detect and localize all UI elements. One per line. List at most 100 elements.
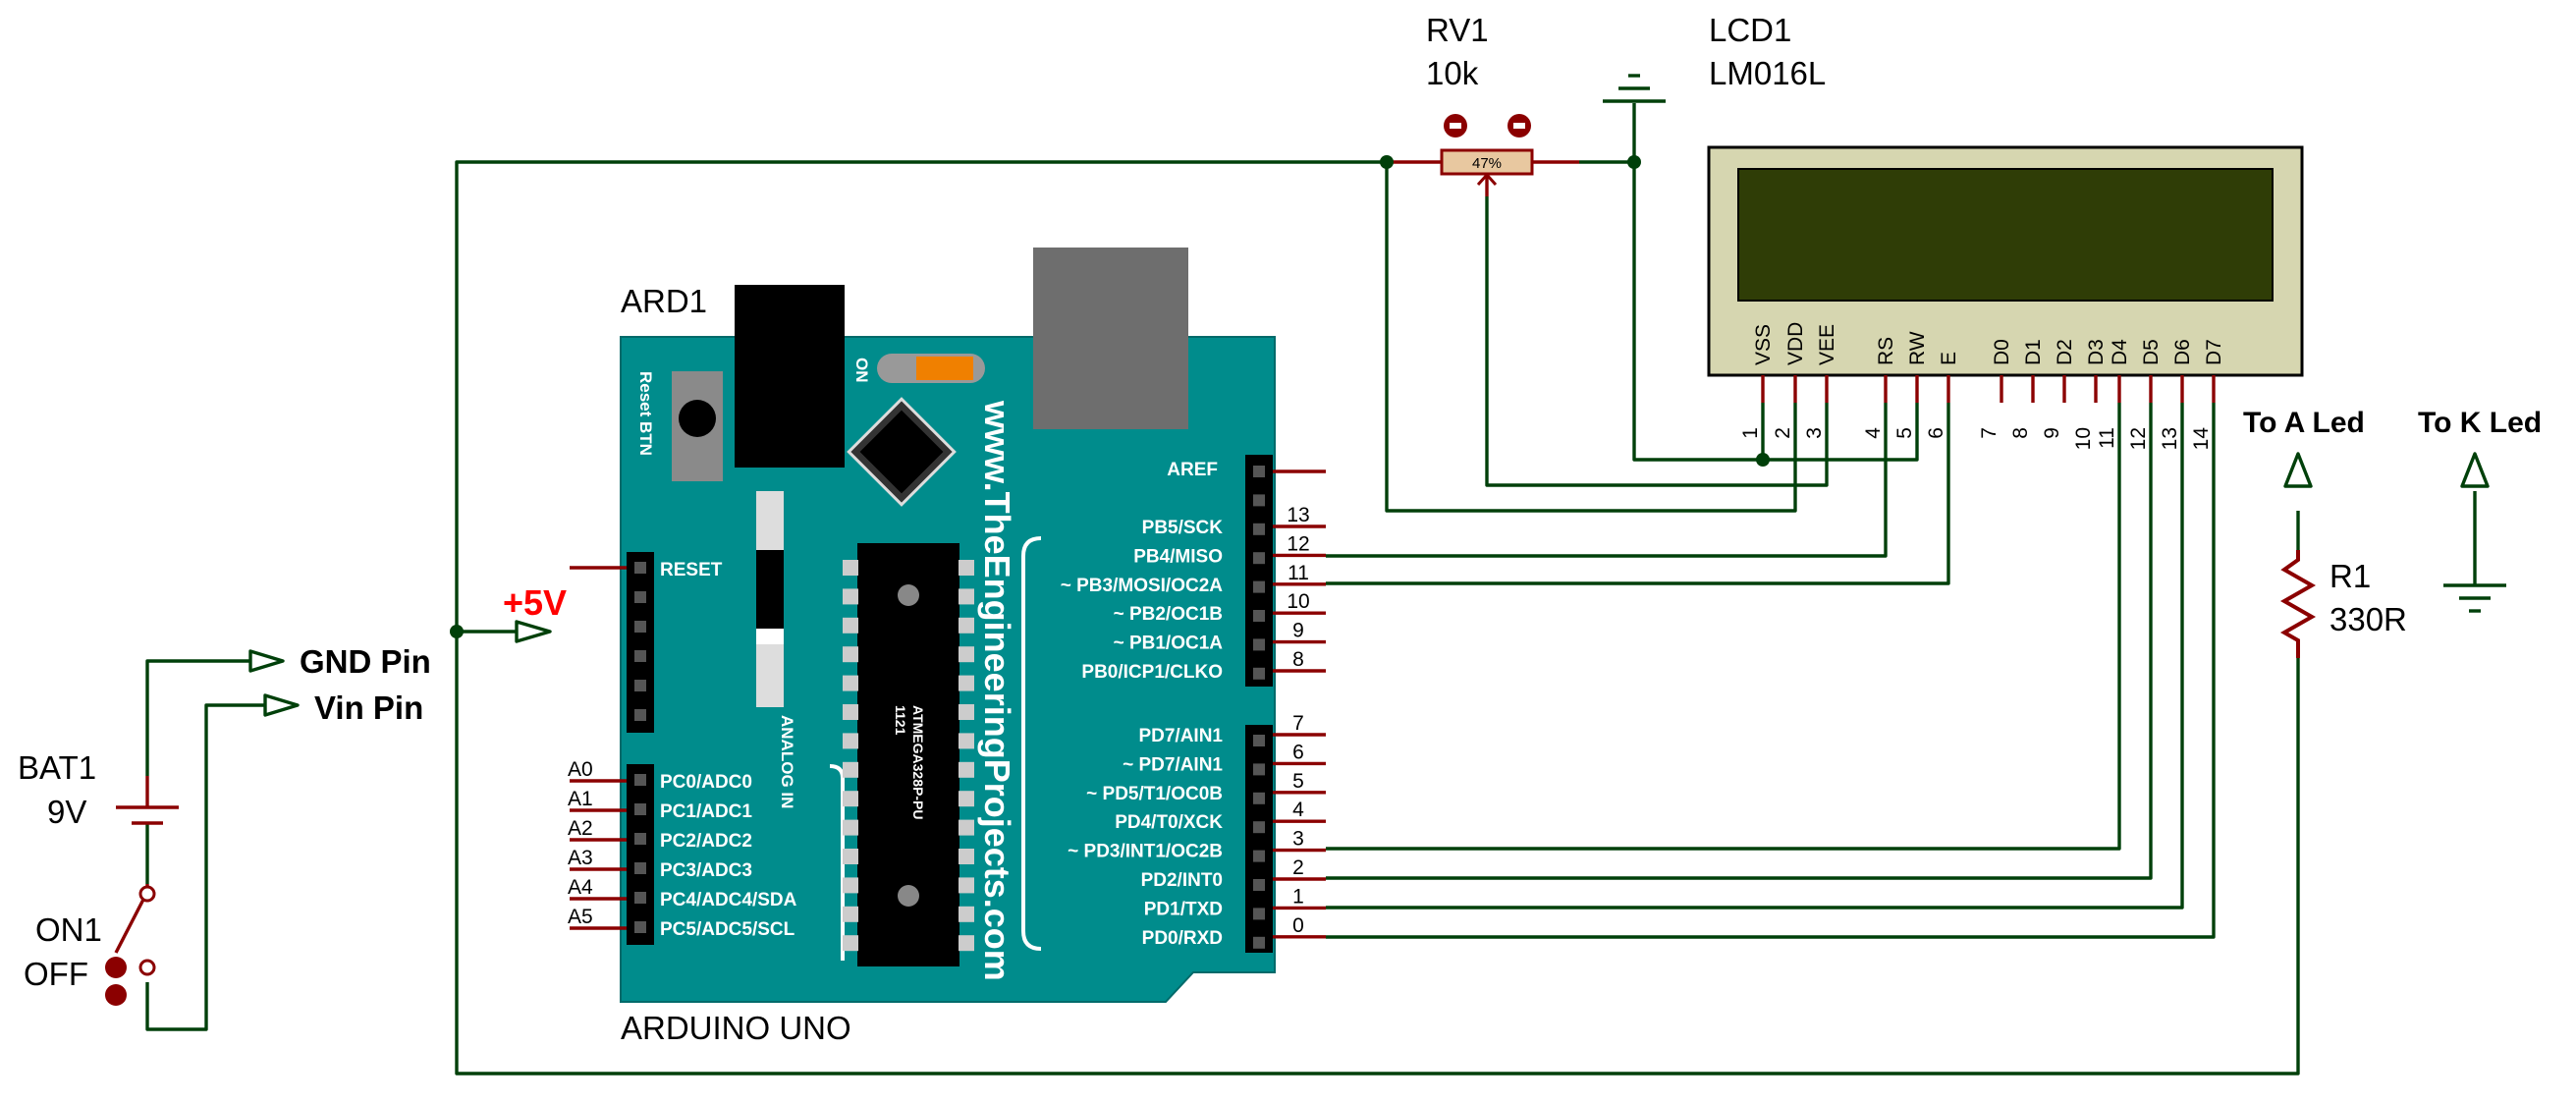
lcd-pin-number: 5 bbox=[1893, 427, 1916, 439]
on1-state: OFF bbox=[24, 956, 88, 992]
lcd-pin-number: 3 bbox=[1803, 427, 1826, 439]
rv1-ref: RV1 bbox=[1426, 12, 1489, 48]
lcd-pin-number: 7 bbox=[1978, 427, 2001, 439]
lcd-pin-name: D7 bbox=[2203, 339, 2225, 365]
analog-pin-label: PC3/ADC3 bbox=[660, 860, 752, 881]
arduino-uno[interactable]: Reset BTN ON www.TheEngineeringProjects.… bbox=[620, 248, 1276, 1003]
analog-pin-number: A1 bbox=[568, 788, 593, 810]
rv1-value: 10k bbox=[1426, 55, 1479, 91]
lcd-pin-name: RW bbox=[1906, 331, 1929, 365]
reset-label: RESET bbox=[660, 560, 723, 580]
chip-code: 1121 bbox=[893, 705, 908, 736]
lcd-pin-number: 13 bbox=[2159, 427, 2181, 450]
junctions bbox=[450, 155, 1770, 638]
lcd-pin-number: 6 bbox=[1925, 427, 1947, 439]
arduino-ref: ARD1 bbox=[621, 283, 707, 319]
lcd-pin-name: D3 bbox=[2085, 339, 2108, 365]
analog-pin-number: A0 bbox=[568, 758, 593, 781]
switch-terminal-bottom[interactable] bbox=[105, 984, 127, 1006]
lcd-pins: VSS1VDD2VEE3RS4RW5E6D07D18D29D310D411D51… bbox=[1739, 322, 2225, 451]
analog-pin-label: PC5/ADC5/SCL bbox=[660, 919, 795, 940]
lcd-pin-name: RS bbox=[1875, 337, 1897, 365]
lcd-pin-name: D2 bbox=[2054, 339, 2076, 365]
battery-bat1[interactable] bbox=[116, 776, 179, 825]
digital-pin-label: ~ PB3/MOSI/OC2A bbox=[1061, 576, 1224, 596]
header-reset bbox=[627, 552, 654, 733]
lcd-pin-number: 2 bbox=[1772, 427, 1794, 439]
digital-pin-label: PB5/SCK bbox=[1142, 518, 1224, 538]
digital-pin-label: PD4/T0/XCK bbox=[1115, 812, 1223, 833]
digital-pin-number: 1 bbox=[1292, 885, 1304, 908]
digital-pin-label: PD7/AIN1 bbox=[1138, 726, 1223, 746]
digital-pin-label: ~ PD3/INT1/OC2B bbox=[1068, 842, 1223, 862]
lcd-pin-number: 11 bbox=[2096, 427, 2118, 449]
r1-ref: R1 bbox=[2329, 558, 2371, 594]
smd-chip bbox=[847, 397, 957, 507]
lcd-pin-name: D6 bbox=[2171, 339, 2194, 365]
lcd-pin-name: D5 bbox=[2140, 339, 2163, 365]
switch-on1[interactable] bbox=[105, 884, 156, 1006]
digital-pin-number: 5 bbox=[1292, 770, 1304, 793]
digital-pin-label: PD0/RXD bbox=[1142, 928, 1223, 949]
resistor-r1[interactable] bbox=[2279, 550, 2317, 658]
reset-btn-label: Reset BTN bbox=[636, 371, 655, 456]
digital-pin-number: 2 bbox=[1292, 856, 1304, 879]
lcd-pin-name: D0 bbox=[1991, 339, 2013, 365]
analog-pin-label: PC1/ADC1 bbox=[660, 801, 752, 822]
analog-pin-label: PC4/ADC4/SDA bbox=[660, 890, 797, 910]
lcd-pin-name: VDD bbox=[1784, 322, 1807, 365]
lcd-pin-name: D1 bbox=[2022, 339, 2045, 365]
analog-pin-labels: PC0/ADC0PC1/ADC1PC2/ADC2PC3/ADC3PC4/ADC4… bbox=[660, 772, 797, 940]
lcd-pin-name: E bbox=[1938, 352, 1960, 365]
digital-pin-number: 8 bbox=[1292, 648, 1304, 671]
lcd-screen bbox=[1737, 168, 2274, 302]
digital-pin-number: 12 bbox=[1287, 532, 1309, 555]
lcd-pin-name: VSS bbox=[1752, 324, 1775, 365]
chip-pins-right bbox=[959, 560, 974, 952]
arduino-name: ARDUINO UNO bbox=[621, 1010, 851, 1046]
switch-terminal-top[interactable] bbox=[105, 957, 127, 978]
analog-pin-number: A3 bbox=[568, 847, 593, 869]
digital-pin-label: ~ PD5/T1/OC0B bbox=[1086, 784, 1223, 804]
lcd-model: LM016L bbox=[1709, 55, 1826, 91]
digital-pin-number: 13 bbox=[1287, 504, 1309, 526]
analog-in-label: ANALOG IN bbox=[778, 715, 796, 808]
lcd-ref: LCD1 bbox=[1709, 12, 1791, 48]
analog-pin-number: A4 bbox=[568, 876, 593, 899]
digital-pin-number: 6 bbox=[1292, 741, 1304, 763]
lcd-pin-number: 8 bbox=[2009, 427, 2032, 439]
to-k-led-label: To K Led bbox=[2418, 407, 2542, 439]
potentiometer-rv1[interactable]: 47% bbox=[1387, 114, 1579, 196]
to-a-led-label: To A Led bbox=[2243, 407, 2365, 439]
bat1-ref: BAT1 bbox=[18, 749, 96, 786]
digital-pin-label: ~ PD7/AIN1 bbox=[1123, 754, 1223, 775]
digital-pin-number: 10 bbox=[1287, 590, 1309, 613]
chip-name: ATMEGA328P-PU bbox=[910, 705, 926, 819]
digital-pin-label: PB4/MISO bbox=[1133, 546, 1223, 567]
lcd-lm016l[interactable]: VSS1VDD2VEE3RS4RW5E6D07D18D29D310D411D51… bbox=[1707, 145, 2304, 451]
gnd-pin-label: GND Pin bbox=[300, 643, 431, 680]
on1-ref: ON1 bbox=[35, 911, 102, 948]
digital-pin-label: PD1/TXD bbox=[1144, 899, 1223, 919]
digital-pin-number: 9 bbox=[1292, 620, 1304, 642]
digital-pin-label: PB0/ICP1/CLKO bbox=[1081, 662, 1223, 683]
lcd-pin-number: 1 bbox=[1739, 427, 1762, 439]
on-label: ON bbox=[852, 358, 871, 383]
wires bbox=[145, 74, 2506, 1075]
reset-button-knob bbox=[679, 400, 716, 437]
digital-pin-label: PD2/INT0 bbox=[1141, 870, 1223, 891]
plus5v-label: +5V bbox=[503, 582, 567, 623]
lcd-pin-name: VEE bbox=[1816, 324, 1838, 365]
aref-label: AREF bbox=[1167, 460, 1218, 480]
power-jack bbox=[735, 285, 845, 468]
header-aref bbox=[1245, 455, 1273, 687]
analog-pin-number: A5 bbox=[568, 906, 593, 928]
pot-terminal-left[interactable] bbox=[1444, 114, 1467, 138]
r1-value: 330R bbox=[2329, 601, 2407, 637]
lcd-pin-number: 12 bbox=[2127, 427, 2150, 450]
digital-pin-number: 3 bbox=[1292, 828, 1304, 851]
pot-percent: 47% bbox=[1472, 155, 1502, 172]
pot-terminal-right[interactable] bbox=[1507, 114, 1531, 138]
